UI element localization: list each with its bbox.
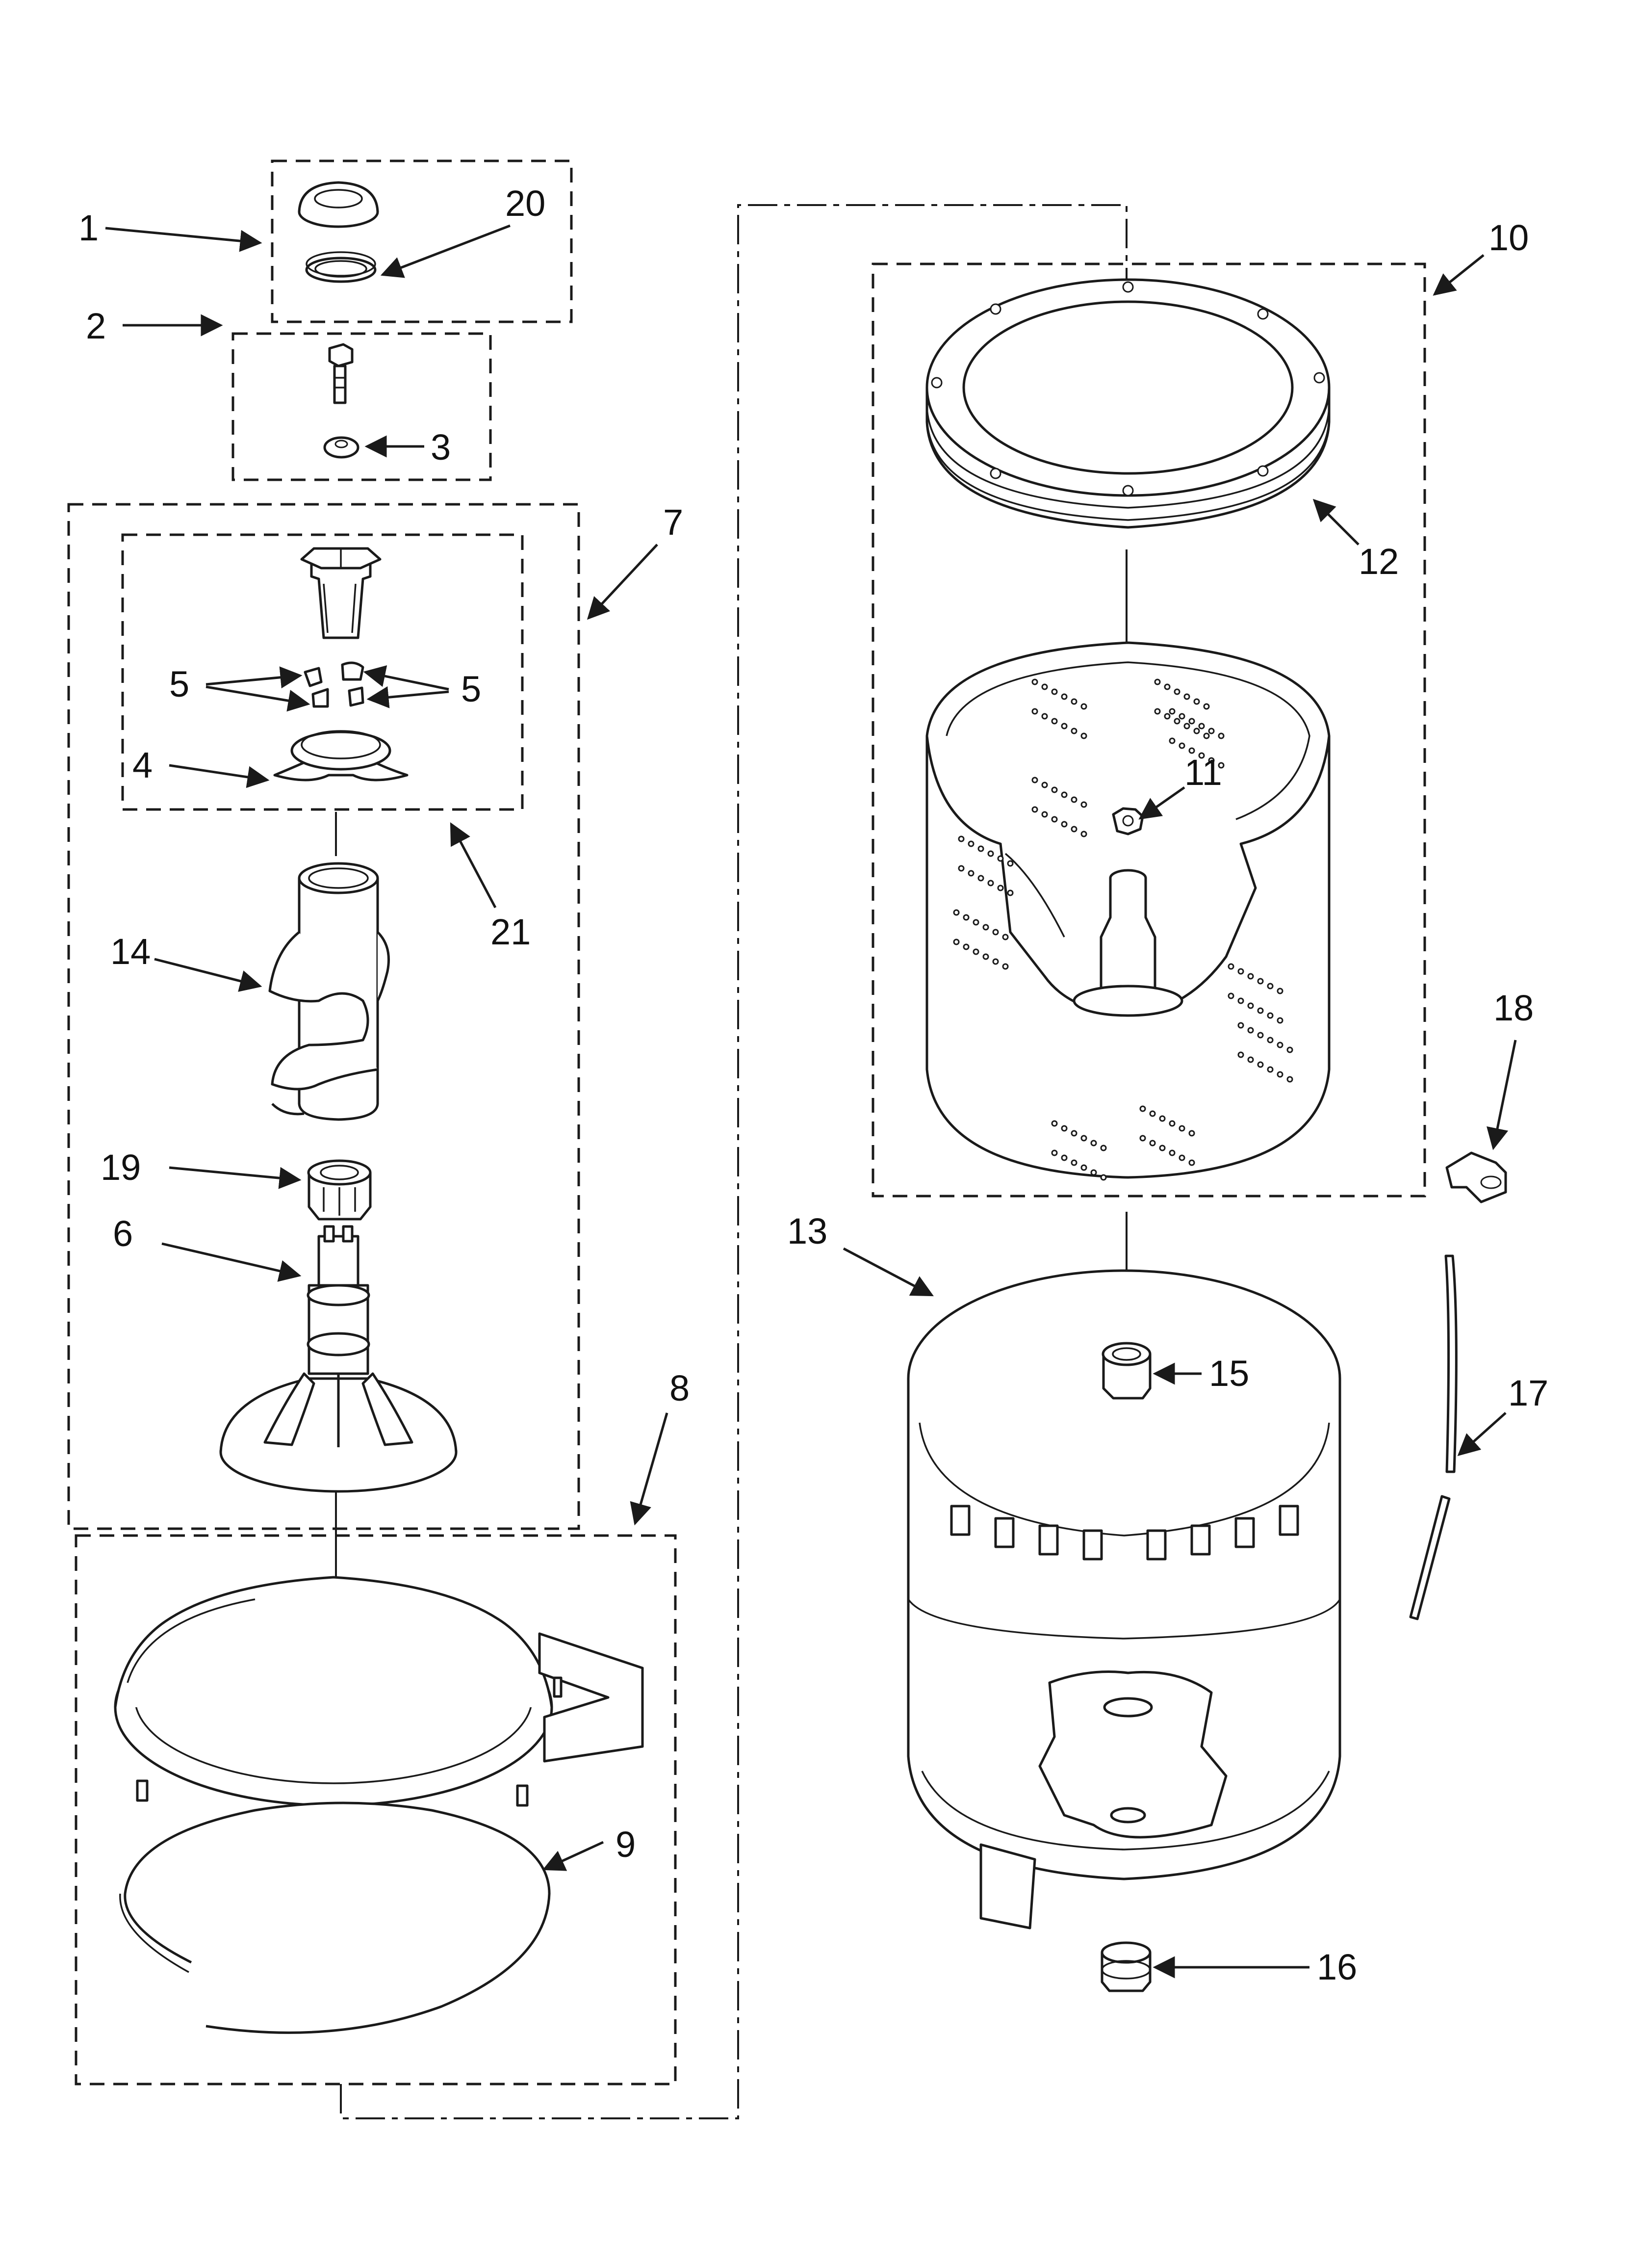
callout-11: 11: [1184, 752, 1222, 793]
callout-5-right: 5: [461, 669, 481, 709]
group-box-cap: [271, 159, 573, 323]
basket-part: [925, 641, 1331, 1179]
group-box-basket: [872, 262, 1426, 1198]
callout-4: 4: [132, 745, 153, 785]
clip-part: [1445, 1151, 1507, 1203]
dog-parts: [304, 661, 364, 708]
balance-ring-part: [925, 278, 1331, 529]
leader-17: [1457, 1412, 1507, 1457]
leader-5b-bottom: [366, 686, 449, 708]
group-box-bolt: [231, 332, 492, 481]
leader-11: [1138, 786, 1185, 820]
leader-21: [450, 822, 497, 909]
tub-tabs: [950, 1505, 1299, 1561]
callout-7: 7: [663, 502, 683, 543]
leader-7: [587, 544, 658, 620]
leader-5a-bottom: [205, 685, 310, 712]
hose-part: [1409, 1254, 1458, 1620]
leader-13: [843, 1247, 934, 1297]
connector-dashed-line: [340, 204, 1128, 2119]
group-box-tub-ring: [75, 1534, 677, 2086]
callout-21: 21: [490, 912, 531, 952]
hoop-part: [119, 1801, 551, 2034]
callout-13: 13: [787, 1211, 827, 1251]
callout-2: 2: [86, 306, 106, 346]
callout-6: 6: [113, 1213, 133, 1254]
bearing-part: [1102, 1342, 1152, 1400]
leader-9: [542, 1841, 604, 1871]
bolt-part: [328, 343, 354, 404]
washer-part: [323, 436, 359, 459]
callout-19: 19: [101, 1147, 141, 1188]
leader-19: [169, 1166, 302, 1189]
callout-20: 20: [505, 183, 545, 224]
drive-cam-part: [300, 547, 382, 639]
leader-18: [1487, 1040, 1517, 1150]
callout-14: 14: [110, 931, 151, 972]
ratchet-part: [307, 1159, 372, 1221]
basket-perforations: [953, 678, 1293, 1181]
outer-tub-part: [907, 1269, 1341, 1929]
leader-20: [380, 224, 511, 278]
leader-6: [161, 1242, 302, 1282]
drive-hub-part: [219, 1225, 458, 1493]
leader-10: [1433, 254, 1485, 296]
callout-5-left: 5: [169, 664, 189, 704]
cam-plate-part: [273, 730, 409, 782]
leader-12: [1312, 498, 1360, 546]
basket-nut-part: [1112, 807, 1144, 835]
leader-5a-top: [205, 666, 303, 689]
plug-part: [1101, 1941, 1152, 1992]
group-box-drive-kit: [121, 533, 524, 811]
cap-part: [298, 181, 379, 228]
callout-18: 18: [1493, 988, 1534, 1028]
leader-14: [154, 958, 262, 992]
callout-8: 8: [669, 1368, 690, 1408]
leader-8: [630, 1412, 668, 1526]
tub-ring-part: [114, 1576, 644, 1871]
agitator-part: [268, 862, 390, 1121]
leader-1: [105, 227, 262, 252]
callout-15: 15: [1209, 1353, 1249, 1394]
callout-16: 16: [1317, 1947, 1357, 1987]
leader-4: [169, 764, 270, 788]
callout-1: 1: [78, 208, 99, 248]
callout-17: 17: [1508, 1373, 1548, 1413]
leader-5b-top: [363, 665, 449, 691]
callout-3: 3: [431, 427, 451, 468]
callout-9: 9: [616, 1824, 636, 1865]
seal-ring-part: [305, 251, 377, 283]
callout-12: 12: [1359, 541, 1399, 582]
group-box-agitator: [67, 503, 580, 1530]
callout-10: 10: [1488, 217, 1529, 258]
